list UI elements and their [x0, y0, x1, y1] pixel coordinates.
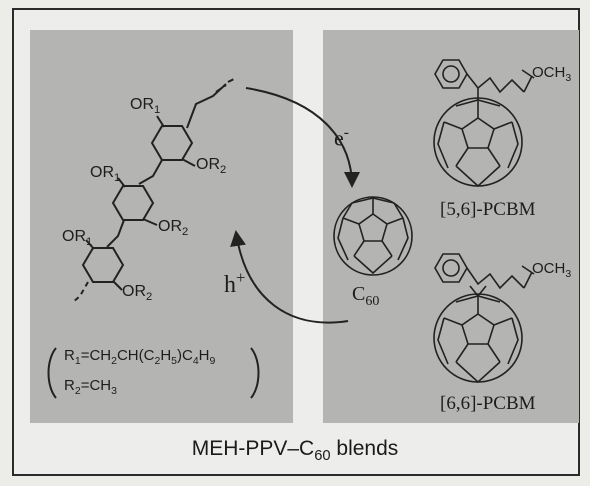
electron-transfer-arrow: [245, 87, 360, 188]
r1-definition: R1=CH2CH(C2H5)C4H9: [64, 347, 216, 367]
vinylene-link-top: [186, 83, 227, 129]
fullerene-panel: [323, 30, 579, 423]
vinylene-link-1: [138, 159, 163, 185]
chain-end-top: [215, 77, 237, 93]
phenyl-ring-top: [434, 59, 468, 89]
c60-label: C60: [352, 283, 380, 309]
or1-bond-top: [156, 115, 165, 128]
or2-bond-bottom: [112, 280, 123, 291]
figure-caption: MEH-PPV–C60 blends: [191, 437, 399, 465]
pcbm-56-label: [5,6]-PCBM: [440, 199, 536, 220]
electron-label: e-: [334, 124, 349, 151]
hole-label: h+: [224, 268, 246, 298]
carbonyl-bond-top: [523, 75, 533, 93]
butyric-chain-bottom: [466, 267, 525, 290]
or1-label-bottom: OR1: [62, 228, 93, 249]
or1-label-top: OR1: [130, 96, 161, 117]
or1-bond-bottom: [85, 239, 95, 250]
c60-molecule: [333, 196, 413, 276]
pcbm-66-molecule: [433, 253, 535, 384]
or1-bond-middle: [117, 177, 126, 188]
polymer-panel: [30, 30, 293, 423]
phenyl-ring-bottom: [434, 253, 468, 283]
pcbm-66-label: [6,6]-PCBM: [440, 393, 536, 414]
definition-bracket-right: [250, 347, 260, 399]
meh-ppv-chain: [71, 77, 237, 304]
or2-label-bottom: OR2: [122, 283, 153, 304]
r2-definition: R2=CH3: [64, 377, 117, 397]
or2-label-top: OR2: [196, 156, 227, 177]
definition-bracket-left: [47, 347, 57, 399]
or2-bond-middle: [142, 218, 158, 226]
chain-end-bottom: [71, 281, 89, 304]
or1-label-middle: OR1: [90, 164, 121, 185]
or2-label-middle: OR2: [158, 218, 189, 239]
hole-transfer-arrow: [230, 230, 349, 324]
figure-frame: [12, 8, 580, 476]
or2-bond-top: [181, 158, 196, 167]
butyric-chain-top: [466, 73, 525, 94]
benzene-ring-bottom: [81, 247, 125, 283]
benzene-ring-top: [150, 125, 194, 161]
vinylene-link-2: [106, 219, 125, 248]
pcbm-56-molecule: [433, 59, 535, 188]
ester-label-bottom: OCH3: [532, 260, 572, 280]
ester-label-top: OCH3: [532, 64, 572, 84]
benzene-ring-middle: [111, 185, 155, 221]
